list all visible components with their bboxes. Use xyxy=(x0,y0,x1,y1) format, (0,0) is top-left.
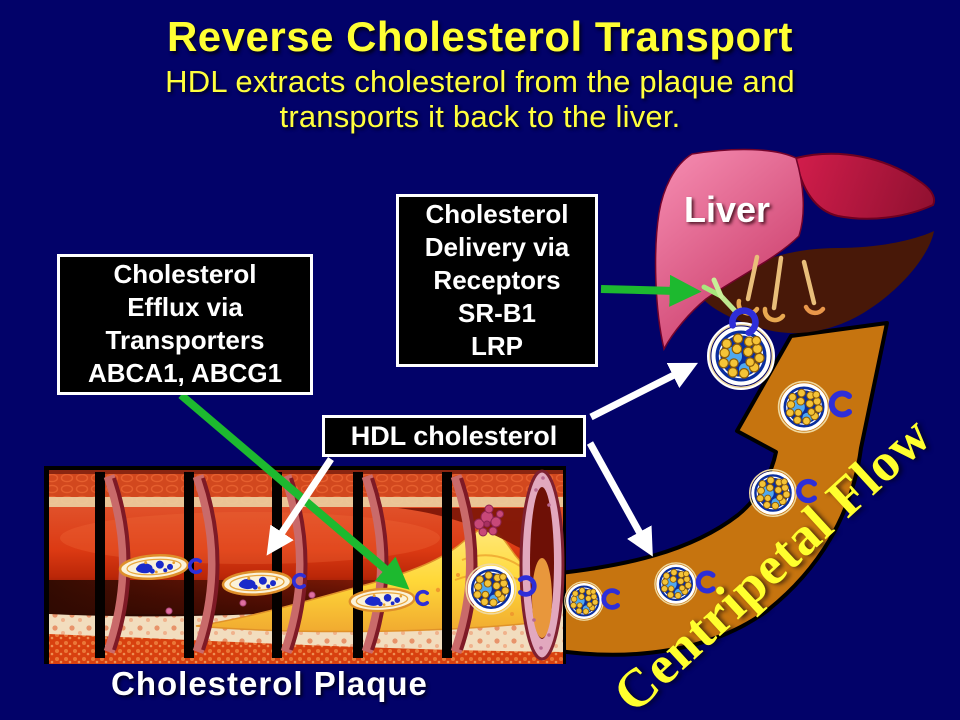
green-receptor-icon xyxy=(701,277,740,316)
hdl-particle-icon xyxy=(464,562,518,616)
delivery-line-4: SR-B1 xyxy=(457,298,536,328)
liver-under-shadow xyxy=(704,231,934,334)
artery-bottom-wall xyxy=(49,634,563,664)
artery-plaque-illustration xyxy=(44,466,566,664)
hdl-particles xyxy=(563,307,849,622)
endothelium-knobs xyxy=(165,591,316,615)
slide-subtitle-line2: transports it back to the liver. xyxy=(279,99,681,134)
hdl-cholesterol-label: HDL cholesterol xyxy=(350,421,558,451)
hdl-particle-icon xyxy=(776,379,832,435)
hdl-particle-icon xyxy=(709,324,772,387)
green-arrow-delivery-to-liver xyxy=(600,274,702,307)
cholesterol-delivery-callout: Cholesterol Delivery via Receptors SR-B1… xyxy=(396,194,598,367)
slide-subtitle-line1: HDL extracts cholesterol from the plaque… xyxy=(165,64,795,99)
cholesterol-plaque-label: Cholesterol Plaque xyxy=(111,665,428,702)
efflux-line-3: Transporters xyxy=(105,325,265,355)
hdl-particle-icon xyxy=(563,580,605,622)
efflux-line-4: ABCA1, ABCG1 xyxy=(87,358,283,388)
efflux-line-1: Cholesterol xyxy=(113,259,257,289)
white-arrow-hdl-to-liver-particle xyxy=(589,362,698,421)
artery-end-cap xyxy=(519,469,565,661)
hdl-particle-icon xyxy=(653,561,699,607)
liver-illustration xyxy=(654,148,936,352)
hdl-cholesterol-callout: HDL cholesterol xyxy=(322,415,586,457)
slide-title: Reverse Cholesterol Transport xyxy=(166,13,794,60)
white-arrow-hdl-to-artery xyxy=(266,457,334,556)
liver-right-lobe xyxy=(794,152,936,220)
liver-label: Liver xyxy=(684,189,771,230)
delivery-line-2: Delivery via xyxy=(424,232,570,262)
delivery-line-5: LRP xyxy=(471,331,523,361)
green-arrow-efflux-to-plaque xyxy=(178,391,410,590)
efflux-line-2: Efflux via xyxy=(127,292,243,322)
white-arrow-hdl-to-flow-particle xyxy=(586,441,653,557)
delivery-line-1: Cholesterol xyxy=(425,199,569,229)
delivery-line-3: Receptors xyxy=(433,265,561,295)
cholesterol-efflux-callout: Cholesterol Efflux via Transporters ABCA… xyxy=(57,254,313,395)
hdl-particle-icon xyxy=(748,468,798,518)
plaque-rupture xyxy=(473,504,504,537)
